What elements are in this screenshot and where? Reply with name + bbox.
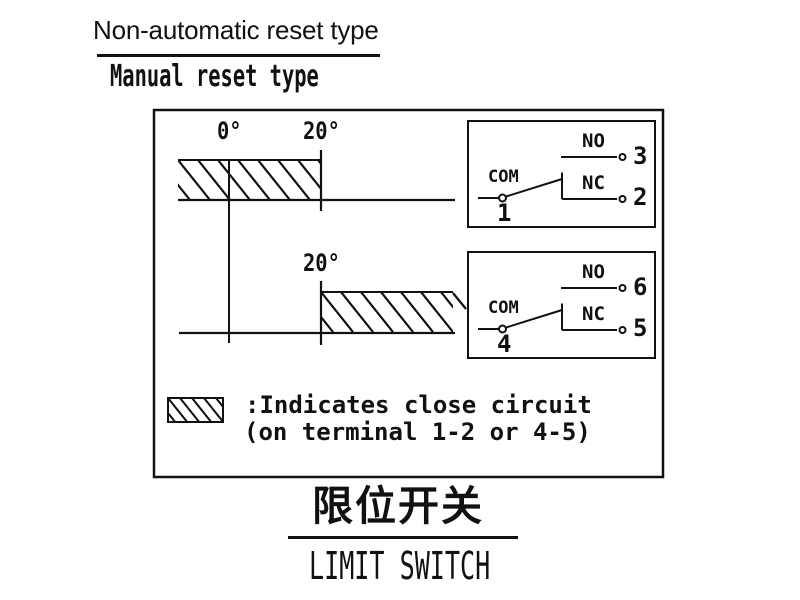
switch1-nc-label: NC: [582, 172, 605, 194]
footer-divider: [288, 536, 518, 539]
switch2-no-label: NO: [582, 261, 605, 283]
legend-line2: (on terminal 1-2 or 4-5): [244, 418, 591, 446]
twenty-degree-label-bottom: 20°: [303, 249, 340, 277]
zero-degree-label: 0°: [217, 117, 242, 145]
switch2-nc-terminal: 5: [633, 314, 648, 342]
closed-range-bar-bottom: [321, 292, 453, 332]
footer-title-chinese: 限位开关: [312, 482, 484, 530]
switch2-com-label: COM: [488, 298, 519, 318]
top-angle-graph: [178, 150, 455, 343]
switch2-com-terminal: 4: [497, 330, 512, 358]
page-title: Non-automatic reset type: [93, 15, 379, 45]
twenty-degree-label-top: 20°: [303, 117, 340, 145]
switch1-no-label: NO: [582, 130, 605, 152]
switch1-com-terminal: 1: [497, 199, 512, 227]
legend-line1: :Indicates close circuit: [245, 391, 592, 419]
switch2-nc-label: NC: [582, 303, 605, 325]
switch1-no-terminal: 3: [633, 142, 648, 170]
close-circuit-hatch-swatch: [167, 397, 224, 423]
switch2-no-terminal: 6: [633, 273, 648, 301]
switch1-nc-terminal: 2: [633, 183, 648, 211]
subtitle: Manual reset type: [110, 59, 319, 94]
main-frame: [152, 108, 665, 479]
closed-range-bar-top: [178, 160, 321, 200]
title-underline: [97, 54, 380, 57]
footer-title-english: LIMIT SWITCH: [309, 544, 491, 588]
switch1-com-label: COM: [488, 167, 519, 187]
bottom-angle-graph: [179, 281, 467, 345]
